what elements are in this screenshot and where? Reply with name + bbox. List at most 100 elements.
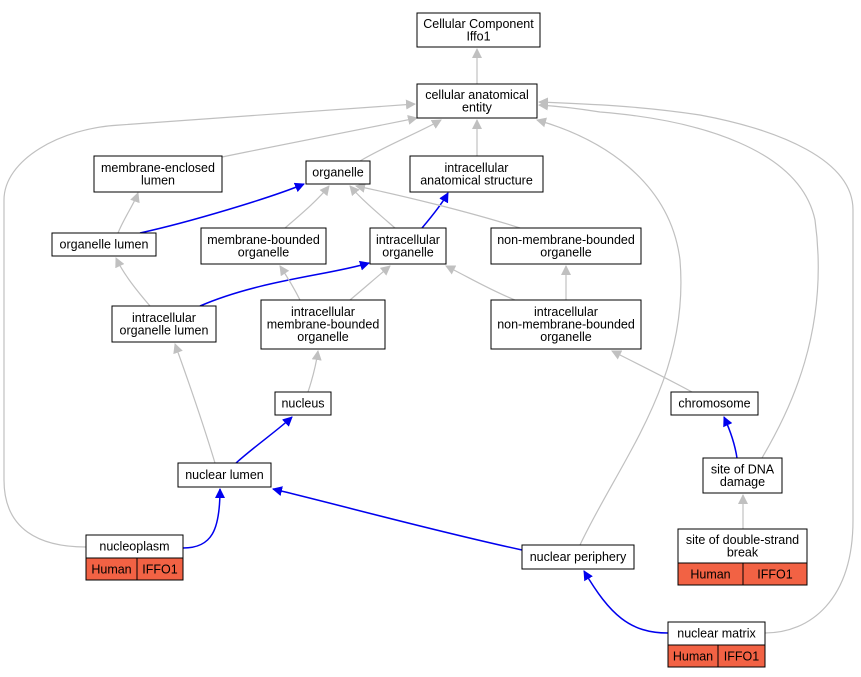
node-label-line: nuclear lumen bbox=[185, 468, 264, 482]
node-box bbox=[93, 155, 223, 193]
node-label-line: nuclear matrix bbox=[677, 627, 756, 641]
node-label-line: intracellular bbox=[534, 305, 598, 319]
node-label-line: entity bbox=[462, 100, 493, 114]
edge-inmbo-to-io bbox=[445, 265, 516, 301]
annotation-gene: IFFO1 bbox=[142, 563, 177, 577]
node-label-line: membrane-bounded bbox=[267, 318, 380, 332]
node-label-line: Cellular Component bbox=[423, 17, 534, 31]
edge-imbo-to-io bbox=[349, 265, 391, 301]
edge-nmbo-to-org bbox=[355, 182, 521, 229]
node-label-line: organelle bbox=[382, 245, 433, 259]
annotation-gene-cell bbox=[717, 644, 766, 668]
node-nl[interactable]: nuclear lumen bbox=[177, 462, 272, 488]
node-inmbo[interactable]: intracellularnon-membrane-boundedorganel… bbox=[490, 299, 642, 350]
edge-np-to-cae bbox=[3, 99, 416, 548]
edge-io-to-org bbox=[349, 185, 396, 229]
node-label-line: cellular anatomical bbox=[425, 88, 529, 102]
node-label-line: organelle bbox=[540, 245, 591, 259]
node-box bbox=[274, 391, 332, 416]
edge-mel-to-cae bbox=[221, 114, 418, 158]
edge-nuc-to-imbo bbox=[307, 350, 322, 393]
node-label-line: break bbox=[727, 545, 759, 559]
edge-nl-to-nuc bbox=[235, 416, 293, 464]
edge-sdd-to-chr bbox=[723, 416, 738, 459]
annotation-species: Human bbox=[91, 563, 131, 577]
node-box bbox=[416, 12, 541, 48]
edge-mbo-to-org bbox=[284, 185, 330, 229]
edge-nm-to-cae bbox=[538, 97, 854, 634]
edge-chr-to-inmbo bbox=[611, 350, 693, 393]
node-label-line: organelle bbox=[238, 245, 289, 259]
edge-ol-to-org bbox=[139, 182, 305, 234]
node-label-line: damage bbox=[720, 475, 765, 489]
node-box bbox=[305, 160, 371, 185]
node-label-line: site of double-strand bbox=[686, 533, 799, 547]
edge-io-to-ias bbox=[421, 192, 449, 229]
node-box bbox=[677, 528, 808, 564]
edge-iol-to-io bbox=[199, 260, 370, 307]
annotation-gene: IFFO1 bbox=[724, 650, 759, 664]
annotation-species: Human bbox=[690, 568, 730, 582]
node-org[interactable]: organelle bbox=[305, 160, 371, 185]
node-label-line: chromosome bbox=[678, 397, 750, 411]
node-label-line: non-membrane-bounded bbox=[497, 233, 635, 247]
node-label-line: nucleus bbox=[281, 397, 324, 411]
edges-layer bbox=[3, 48, 854, 634]
node-box bbox=[490, 299, 642, 350]
node-label-line: site of DNA bbox=[711, 462, 775, 476]
edge-nm-to-nper bbox=[583, 570, 669, 634]
node-box bbox=[416, 83, 538, 119]
edge-iol-to-ol bbox=[115, 257, 151, 307]
node-box bbox=[260, 299, 386, 350]
node-label-line: membrane-enclosed bbox=[101, 161, 215, 175]
edge-nper-to-nl bbox=[272, 486, 523, 551]
node-ol[interactable]: organelle lumen bbox=[51, 232, 157, 257]
node-label-line: organelle bbox=[297, 330, 348, 344]
node-box bbox=[702, 457, 783, 494]
node-label-line: non-membrane-bounded bbox=[497, 318, 635, 332]
edge-imbo-to-mbo bbox=[279, 265, 301, 301]
edge-nper-to-cae bbox=[536, 117, 682, 546]
node-box bbox=[670, 391, 759, 416]
node-label-line: nuclear periphery bbox=[530, 550, 627, 564]
edge-sdd-to-cae bbox=[538, 100, 819, 459]
node-label-line: anatomical structure bbox=[420, 173, 533, 187]
annotation-species: Human bbox=[673, 650, 713, 664]
node-label-line: lumen bbox=[141, 173, 175, 187]
node-label-line: intracellular bbox=[291, 305, 355, 319]
node-box bbox=[51, 232, 157, 257]
annotation-gene-cell bbox=[136, 557, 184, 581]
node-label-line: membrane-bounded bbox=[207, 233, 320, 247]
node-nper[interactable]: nuclear periphery bbox=[521, 544, 635, 570]
node-box bbox=[490, 227, 642, 265]
edge-ol-to-mel bbox=[117, 192, 140, 234]
node-label-line: intracellular bbox=[376, 233, 440, 247]
edge-np-to-nl bbox=[182, 488, 225, 549]
node-box bbox=[369, 227, 447, 265]
edge-org-to-cae bbox=[359, 119, 442, 162]
node-box bbox=[409, 155, 544, 193]
node-label-line: intracellular bbox=[132, 311, 196, 325]
annotation-gene: IFFO1 bbox=[757, 568, 792, 582]
node-label-line: organelle lumen bbox=[60, 238, 149, 252]
node-box bbox=[200, 227, 327, 265]
node-label-line: intracellular bbox=[445, 161, 509, 175]
node-box bbox=[521, 544, 635, 570]
node-chr[interactable]: chromosome bbox=[670, 391, 759, 416]
node-nuc[interactable]: nucleus bbox=[274, 391, 332, 416]
